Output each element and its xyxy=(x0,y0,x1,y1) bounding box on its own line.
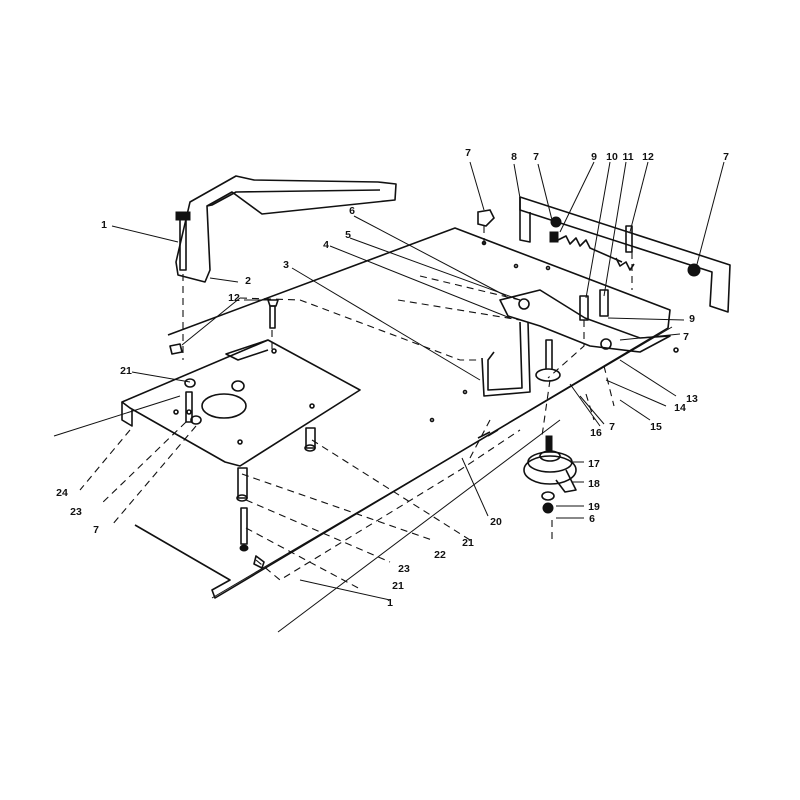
assembly-lines xyxy=(79,226,633,591)
deck-plate xyxy=(134,227,679,599)
callout-c16: 16 xyxy=(590,427,602,439)
callout-c9a: 9 xyxy=(591,151,597,163)
callout-c7a: 7 xyxy=(465,147,471,159)
callout-c1b: 1 xyxy=(387,597,393,609)
callout-c12a: 12 xyxy=(642,151,654,163)
callout-c23b: 23 xyxy=(398,563,410,575)
callout-c4: 4 xyxy=(323,239,329,251)
callout-c8: 8 xyxy=(511,151,517,163)
callout-c3: 3 xyxy=(283,259,289,271)
callout-labels: 1 2 3 4 5 6 7 8 7 9 10 11 12 7 12 21 9 7… xyxy=(56,147,729,609)
callout-c23a: 23 xyxy=(70,506,82,518)
callout-c19: 19 xyxy=(588,501,600,513)
top-nut xyxy=(477,209,495,227)
callout-c7c: 7 xyxy=(723,151,729,163)
idler-pulley xyxy=(523,435,577,514)
callout-c10: 10 xyxy=(606,151,618,163)
callout-c9b: 9 xyxy=(689,313,695,325)
leader-lines xyxy=(53,161,725,633)
callout-c7e: 7 xyxy=(609,421,615,433)
plate-bolts xyxy=(169,299,279,392)
callout-c18: 18 xyxy=(588,478,600,490)
callout-c12b: 12 xyxy=(228,292,240,304)
callout-c7b: 7 xyxy=(533,151,539,163)
callout-c2: 2 xyxy=(245,275,251,287)
callout-c6b: 6 xyxy=(589,513,595,525)
callout-c20: 20 xyxy=(490,516,502,528)
callout-c13: 13 xyxy=(686,393,698,405)
callout-c7f: 7 xyxy=(93,524,99,536)
callout-c7d: 7 xyxy=(683,331,689,343)
spring-rod xyxy=(481,321,531,397)
long-bolt xyxy=(175,211,191,271)
callout-c6a: 6 xyxy=(349,205,355,217)
callout-c22: 22 xyxy=(434,549,446,561)
idler-arm xyxy=(499,289,671,353)
callout-c24: 24 xyxy=(56,487,68,499)
belt xyxy=(477,429,499,439)
callout-c11: 11 xyxy=(622,151,633,163)
callout-c15: 15 xyxy=(650,421,662,433)
bracket xyxy=(175,175,397,283)
callout-c5: 5 xyxy=(345,229,351,241)
spring-assembly xyxy=(549,231,635,271)
mounting-plate xyxy=(121,339,361,467)
spacers xyxy=(185,391,316,569)
callout-c14: 14 xyxy=(674,402,686,414)
callout-c21c: 21 xyxy=(392,580,404,592)
callout-c1a: 1 xyxy=(101,219,107,231)
callout-c21a: 21 xyxy=(120,365,132,377)
rear-bar xyxy=(519,196,731,313)
callout-c17: 17 xyxy=(588,458,600,470)
callout-c21b: 21 xyxy=(462,537,474,549)
